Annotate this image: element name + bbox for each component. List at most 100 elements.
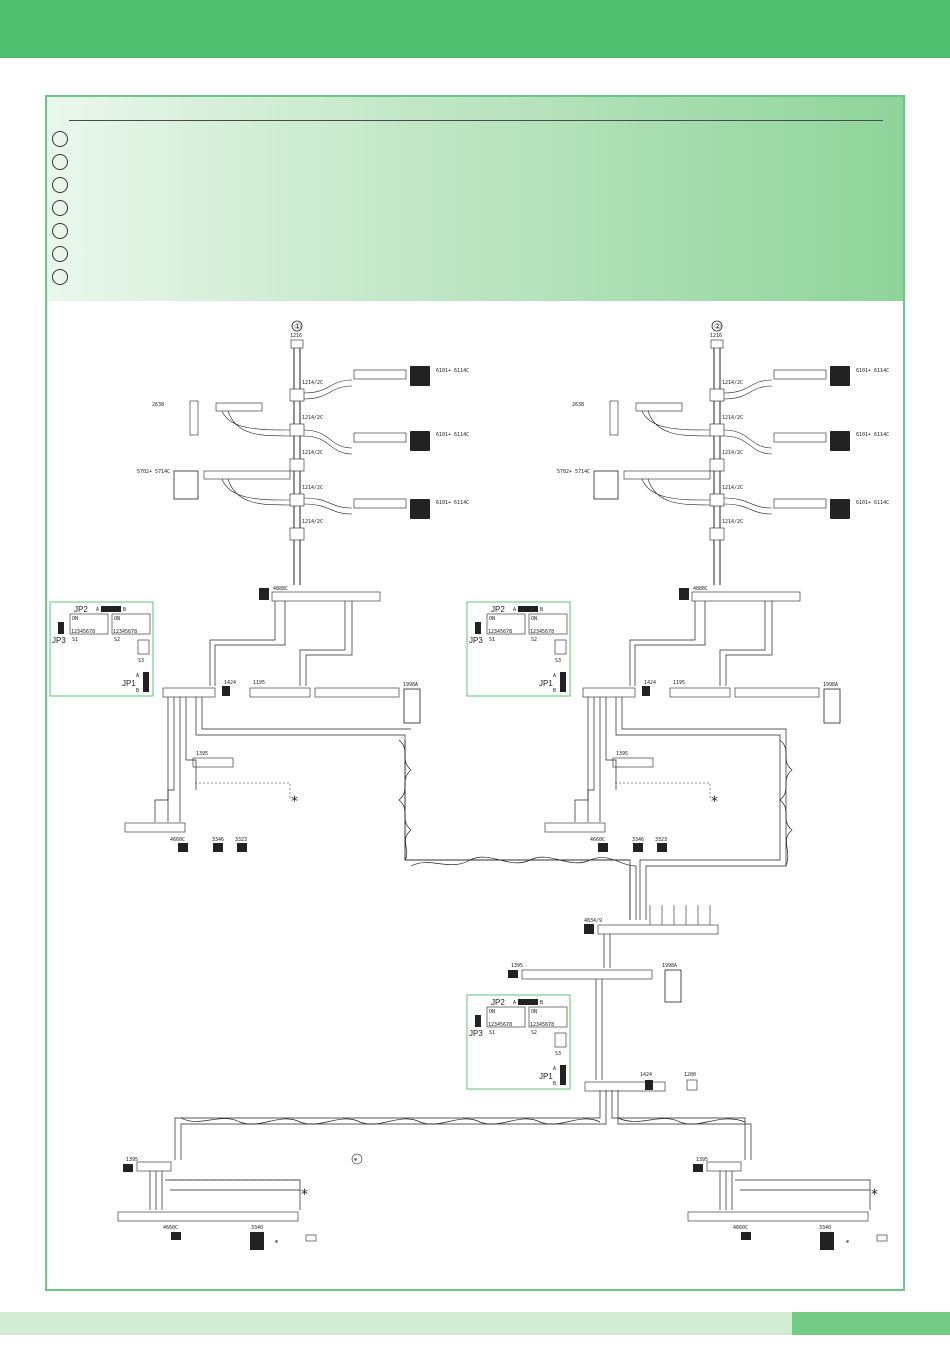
module-3346-label-left: 3346 (212, 837, 224, 843)
module-1395-label-bottom-right: 1395 (696, 1157, 708, 1163)
distributor-label-left-3: 1214/2C (302, 450, 323, 456)
s2-numbers-center: 12345678 (530, 1022, 554, 1028)
legend-item-4 (52, 200, 68, 216)
module-1195-label-right: 1195 (673, 680, 685, 686)
module-3340-label-bottom-left: 3340 (251, 1225, 263, 1231)
asterisk-right-top: * (711, 794, 718, 810)
module-3340-label-bottom-right: 3340 (819, 1225, 831, 1231)
module-1395-label-bottom-left: 1395 (126, 1157, 138, 1163)
s1-label-right: S1 (489, 637, 495, 643)
jp1-a-center: A (553, 1066, 556, 1072)
module-3323-label-left: 3323 (235, 837, 247, 843)
legend-item-7 (52, 269, 68, 285)
module-4660c-label-left: 4660C (170, 837, 185, 843)
jp1-b-center: B (553, 1081, 556, 1087)
legend-item-1 (52, 131, 68, 147)
jp1-label-center: JP1 (539, 1072, 553, 1081)
jp3-label-left: JP3 (52, 636, 66, 645)
distributor-label-right-5: 1214/2C (722, 519, 743, 525)
s1-on-left: ON (72, 616, 78, 622)
riser-marker-1: ① (294, 322, 301, 331)
module-1424-label-right: 1424 (644, 680, 656, 686)
s2-label-center: S2 (531, 1030, 537, 1036)
module-3346-label-right: 3346 (632, 837, 644, 843)
jp1-a-left: A (136, 673, 139, 679)
jp1-label-right: JP1 (539, 679, 553, 688)
s2-numbers-left: 12345678 (113, 629, 137, 635)
phone-label-center: 1998A (662, 963, 677, 969)
s1-on-center: ON (489, 1009, 495, 1015)
monitor-label-right-1: 6101+ 6114C (856, 368, 889, 374)
asterisk-bottom-left: * (301, 1187, 308, 1203)
legend-item-2 (52, 154, 68, 170)
jp2-label-left: JP2 (74, 605, 88, 614)
jp2-a-center: A (513, 1000, 516, 1006)
station-label-right: 5702+ 5714C (557, 469, 590, 475)
footer-bar (0, 1312, 950, 1335)
bottom-entrance-right: 1395 * 4660C 3340 ⊛ (687, 1157, 888, 1250)
s3-label-right: S3 (555, 658, 561, 664)
legend-item-3 (52, 177, 68, 193)
s2-label-left: S2 (114, 637, 120, 643)
jp2-label-center: JP2 (491, 998, 505, 1007)
power-unit-label-right: 1216 (710, 333, 722, 339)
distributor-label-left-4: 1214/2C (302, 485, 323, 491)
module-4660c-label-right: 4660C (590, 837, 605, 843)
distributor-label-left-2: 1214/2C (302, 415, 323, 421)
s2-on-right: ON (531, 616, 537, 622)
s1-numbers-center: 12345678 (488, 1022, 512, 1028)
jp1-b-left: B (136, 688, 139, 694)
interface-label-right: 4888C (693, 586, 708, 592)
module-1200-label-center: 1200 (684, 1072, 696, 1078)
distributor-label-right-4: 1214/2C (722, 485, 743, 491)
distributor-label-right-3: 1214/2C (722, 450, 743, 456)
phone-label-left: 1998A (403, 682, 418, 688)
s3-label-left: S3 (138, 658, 144, 664)
module-1395-label-center: 1395 (511, 963, 523, 969)
station-label-left: 5702+ 5714C (137, 469, 170, 475)
asterisk-left-top: * (291, 794, 298, 810)
s1-on-right: ON (489, 616, 495, 622)
monitor-label-right-2: 6101+ 6114C (856, 432, 889, 438)
switcher-label: 4834/9 (584, 918, 602, 924)
module-4660c-label-bottom-right: 4660C (733, 1225, 748, 1231)
jp2-a-left: A (96, 607, 99, 613)
phone-label-right: 1998A (823, 682, 838, 688)
interface-label-left: 4888C (273, 586, 288, 592)
jp1-a-right: A (553, 673, 556, 679)
config-box-right: JP2 A B ON 12345678 S1 ON 12345678 S2 JP… (466, 601, 571, 697)
note-marker-center: ⊛ (354, 1157, 357, 1163)
s2-label-right: S2 (531, 637, 537, 643)
legend-area (47, 97, 903, 301)
distributor-label-left-5: 1214/2C (302, 519, 323, 525)
monitor-label-left-1: 6101+ 6114C (436, 368, 469, 374)
s1-label-left: S1 (72, 637, 78, 643)
central-switcher: 4834/9 1395 1998A 1424 1200 ⊛ (351, 905, 719, 1165)
jp2-label-right: JP2 (491, 605, 505, 614)
note-marker-bottom-left: ⊛ (275, 1239, 278, 1245)
diagram-panel (45, 95, 905, 1291)
legend-item-5 (52, 223, 68, 239)
trunk-cables (174, 739, 793, 1160)
jp2-b-left: B (123, 607, 126, 613)
monitor-label-left-2: 6101+ 6114C (436, 432, 469, 438)
jp2-b-center: B (540, 1000, 543, 1006)
distributor-label-right-2: 1214/2C (722, 415, 743, 421)
intercom-label-left: 2638 (152, 402, 164, 408)
note-marker-bottom-right: ⊛ (846, 1239, 849, 1245)
s2-numbers-right: 12345678 (530, 629, 554, 635)
config-box-center: JP2 A B ON 12345678 S1 ON 12345678 S2 JP… (466, 994, 571, 1090)
s1-numbers-left: 12345678 (71, 629, 95, 635)
jp1-b-right: B (553, 688, 556, 694)
header-bar (0, 0, 950, 58)
s1-label-center: S1 (489, 1030, 495, 1036)
module-1195-label-left: 1195 (253, 680, 265, 686)
jp3-label-right: JP3 (469, 636, 483, 645)
intercom-label-right: 2638 (572, 402, 584, 408)
s3-label-center: S3 (555, 1051, 561, 1057)
monitor-label-left-3: 6101+ 6114C (436, 500, 469, 506)
module-4660c-label-bottom-left: 4660C (163, 1225, 178, 1231)
distributor-label-left-1: 1214/2C (302, 380, 323, 386)
distributor-label-right-1: 1214/2C (722, 380, 743, 386)
